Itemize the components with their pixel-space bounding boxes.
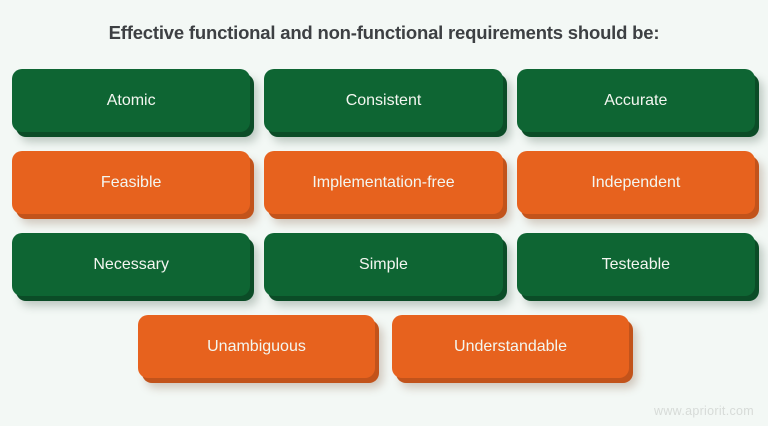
requirement-card-implementation-free: Implementation-free [264,151,503,214]
requirement-card-feasible: Feasible [12,151,251,214]
watermark: www.apriorit.com [654,404,754,418]
requirement-card-independent: Independent [516,151,755,214]
requirement-card-atomic: Atomic [12,69,251,132]
requirement-card-simple: Simple [264,233,503,296]
requirement-card-testeable: Testeable [516,233,755,296]
requirement-card-unambiguous: Unambiguous [138,315,375,378]
requirement-card-necessary: Necessary [12,233,251,296]
requirement-card-accurate: Accurate [516,69,755,132]
requirement-row: Unambiguous Understandable [12,315,755,378]
requirement-card-consistent: Consistent [264,69,503,132]
requirement-card-understandable: Understandable [392,315,629,378]
page-title: Effective functional and non-functional … [108,22,660,43]
